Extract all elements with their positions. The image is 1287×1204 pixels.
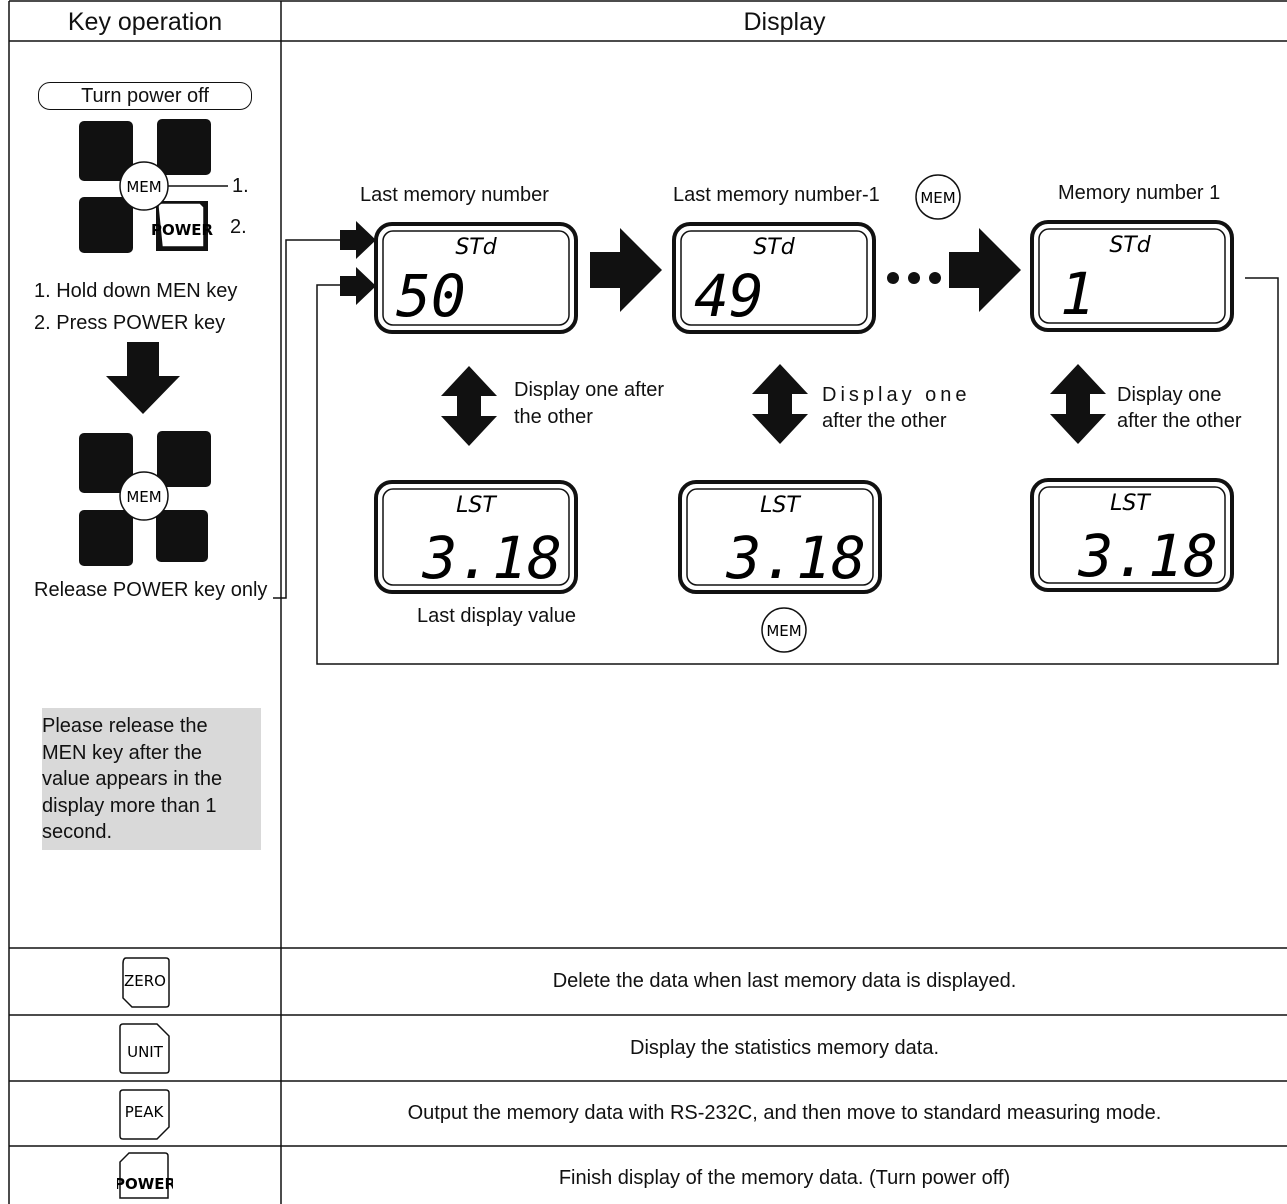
- mem-key-icon: [119, 471, 169, 521]
- svg-text:MEM: MEM: [920, 189, 955, 207]
- key-block-icon: [79, 197, 133, 253]
- note-line: display more than 1: [42, 794, 217, 817]
- svg-text:50: 50: [396, 262, 466, 330]
- ellipsis-dot-icon: [929, 272, 941, 284]
- key-block-icon: [79, 121, 133, 181]
- svg-text:MEM: MEM: [126, 488, 161, 506]
- svg-text:UNIT: UNIT: [127, 1043, 164, 1061]
- note-line: second.: [42, 821, 113, 843]
- svg-text:49: 49: [694, 262, 764, 330]
- svg-text:1: 1: [1060, 260, 1095, 328]
- header-display: Display: [743, 8, 826, 36]
- step-number-2: 2.: [230, 216, 247, 238]
- svg-text:POWER: POWER: [151, 221, 214, 239]
- right-arrow-icon: [590, 228, 662, 312]
- row-peak-description: Output the memory data with RS-232C, and…: [407, 1102, 1162, 1124]
- turn-power-off-label: Turn power off: [38, 82, 252, 110]
- row-zero-description: Delete the data when last memory data is…: [552, 970, 1017, 992]
- svg-text:MEM: MEM: [766, 622, 801, 640]
- svg-text:3.18: 3.18: [1077, 522, 1218, 590]
- note-line: MEN key after the: [42, 741, 203, 764]
- alternate-text-2b: after the other: [822, 410, 947, 432]
- turn-power-off-text: Turn power off: [81, 85, 209, 107]
- svg-text:LST: LST: [760, 493, 801, 518]
- up-down-arrow-icon: [752, 364, 808, 444]
- svg-text:3.18: 3.18: [421, 524, 562, 592]
- ellipsis-dot-icon: [887, 272, 899, 284]
- alternate-text-3b: after the other: [1117, 410, 1242, 432]
- lcd-display-lst-2: LST 3.18: [678, 480, 882, 594]
- lcd-display-std-50: STd 50: [374, 222, 578, 334]
- note-line: Please release the: [42, 715, 208, 737]
- header-key-operation: Key operation: [67, 8, 223, 36]
- alternate-text-1b: the other: [514, 406, 593, 428]
- svg-text:LST: LST: [456, 493, 497, 518]
- step-number-1: 1.: [232, 175, 249, 197]
- svg-text:LST: LST: [1110, 491, 1151, 516]
- row-power-description: Finish display of the memory data. (Turn…: [558, 1167, 1011, 1189]
- unit-key-icon: UNIT: [119, 1023, 170, 1074]
- loop-arrow-icon: [340, 267, 376, 305]
- lcd-display-std-1: STd 1: [1030, 220, 1234, 332]
- up-down-arrow-icon: [441, 366, 497, 446]
- svg-text:3.18: 3.18: [725, 524, 866, 592]
- svg-text:STd: STd: [1109, 233, 1151, 258]
- keypad-diagram-1: POWER MEM: [79, 119, 228, 253]
- svg-text:POWER: POWER: [117, 1175, 173, 1193]
- label-last-memory-number-minus-1: Last memory number-1: [673, 184, 880, 206]
- lcd-display-std-49: STd 49: [672, 222, 876, 334]
- lcd-display-lst-1: LST 3.18: [374, 480, 578, 594]
- right-arrow-icon: [949, 228, 1021, 312]
- ellipsis-dot-icon: [908, 272, 920, 284]
- alternate-text-3a: Display one: [1117, 384, 1222, 406]
- peak-key-icon: PEAK: [119, 1089, 170, 1140]
- key-block-icon: [156, 510, 208, 562]
- svg-text:PEAK: PEAK: [125, 1103, 165, 1121]
- alternate-text-1a: Display one after: [514, 379, 665, 401]
- label-last-memory-number: Last memory number: [360, 184, 549, 206]
- power-key-icon: POWER: [117, 1152, 173, 1199]
- keypad-diagram-2: MEM: [79, 431, 211, 566]
- alternate-text-2a: Display one: [822, 384, 971, 406]
- step-2-text: 2. Press POWER key: [34, 312, 226, 334]
- last-display-value-label: Last display value: [417, 605, 576, 627]
- mem-badge-icon: MEM: [915, 174, 961, 220]
- note-line: value appears in the: [42, 768, 223, 790]
- mem-badge-icon: MEM: [761, 607, 807, 653]
- up-down-arrow-icon: [1050, 364, 1106, 444]
- lcd-display-lst-3: LST 3.18: [1030, 478, 1234, 592]
- entry-arrow-icon: [340, 221, 376, 259]
- key-block-icon: [79, 433, 133, 493]
- zero-key-icon: ZERO: [122, 957, 170, 1008]
- svg-text:STd: STd: [455, 235, 497, 260]
- svg-text:ZERO: ZERO: [124, 972, 166, 990]
- label-memory-number-1: Memory number 1: [1058, 182, 1221, 204]
- key-block-icon: [157, 119, 211, 175]
- key-block-icon: [157, 431, 211, 487]
- key-block-icon: [79, 510, 133, 566]
- svg-text:MEM: MEM: [126, 178, 161, 196]
- release-note: Please release the MEN key after the val…: [42, 708, 261, 850]
- down-arrow-icon: [106, 342, 180, 414]
- step-1-text: 1. Hold down MEN key: [34, 280, 238, 302]
- svg-text:STd: STd: [753, 235, 795, 260]
- release-power-text: Release POWER key only: [34, 579, 268, 601]
- row-unit-description: Display the statistics memory data.: [630, 1037, 939, 1059]
